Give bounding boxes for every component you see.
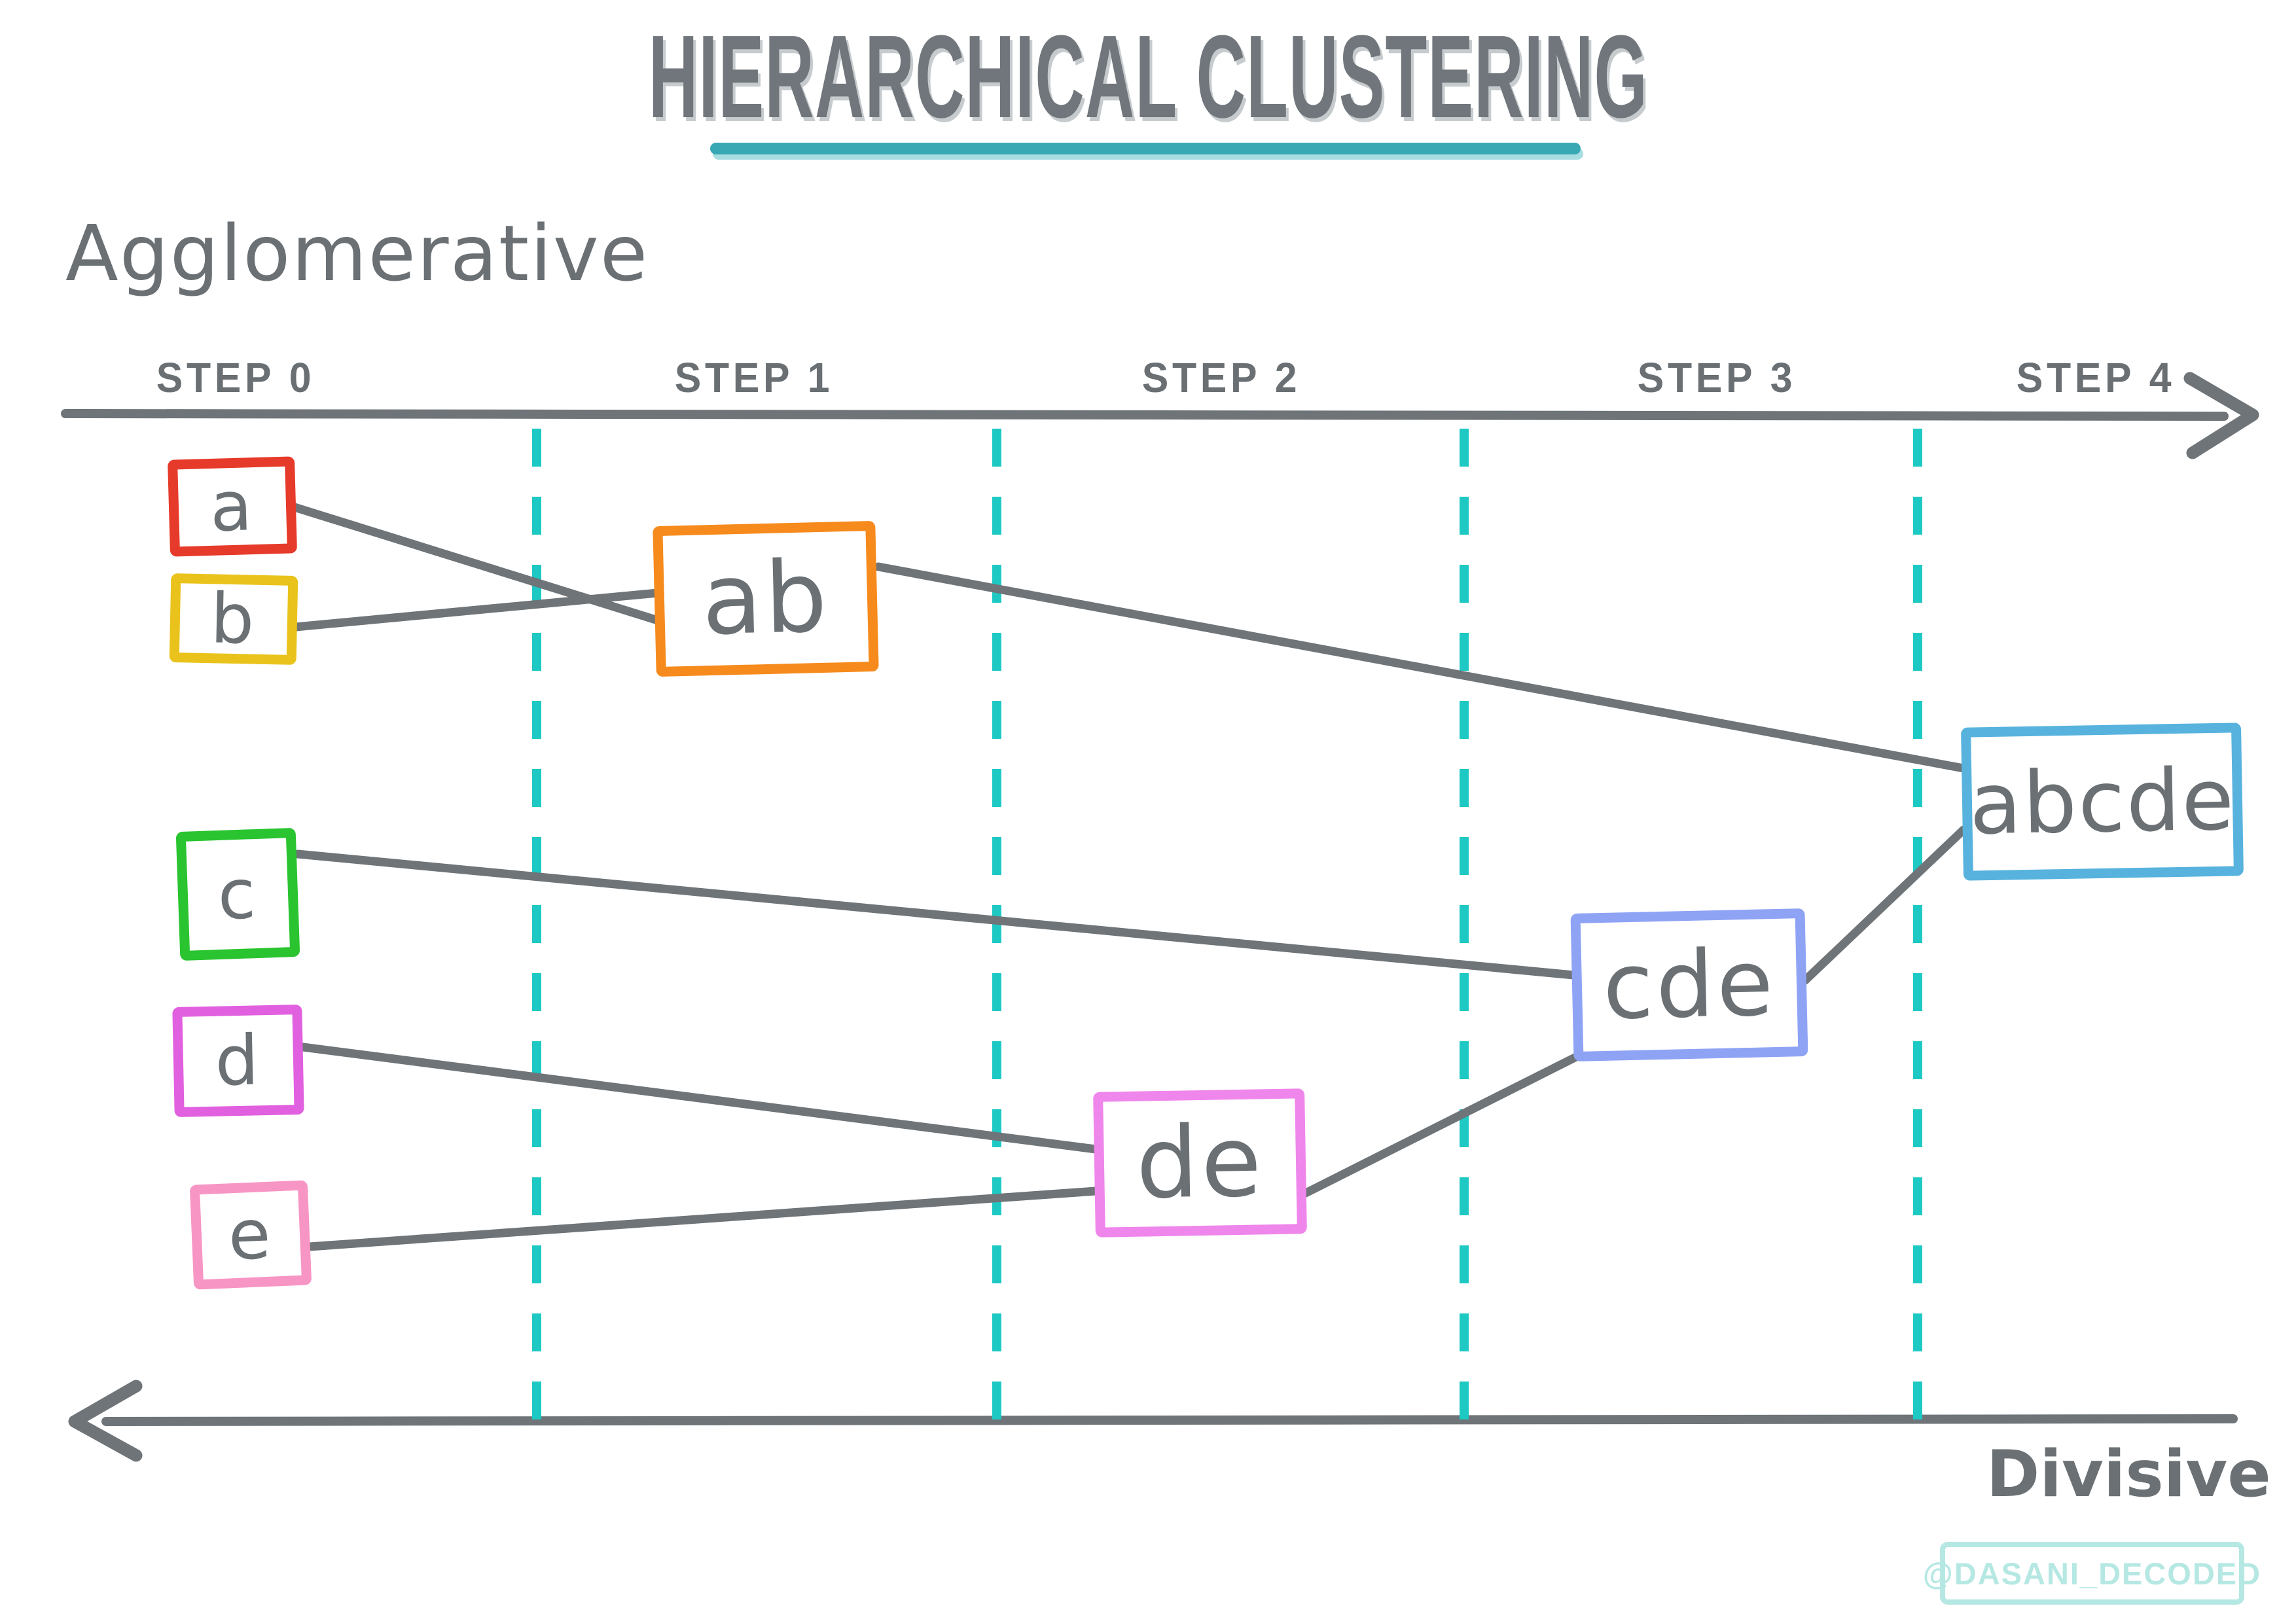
bottom-timeline-axis [101,1414,2238,1426]
step-label-1: STEP 1 [674,354,834,401]
edge-ab-abcde [874,562,1968,773]
page-title-wrap: HIERARCHICAL CLUSTERING [0,18,2296,136]
cluster-node-d-label: d [214,1020,262,1101]
cluster-node-e: e [189,1180,312,1290]
edge-a-ab [290,503,662,625]
step-label-3: STEP 3 [1637,354,1797,401]
cluster-node-c: c [175,827,300,961]
cluster-node-b: b [169,573,298,666]
step-label-0: STEP 0 [156,354,315,401]
edge-de-cde [1300,1050,1585,1198]
title-underline [710,143,1581,154]
edge-d-de [298,1043,1100,1154]
cluster-node-c-label: c [216,853,260,935]
cluster-node-cde: cde [1570,908,1808,1062]
step-label-2: STEP 2 [1141,354,1301,401]
edge-b-ab [291,588,662,632]
edge-c-cde [293,849,1578,980]
cluster-node-de-label: de [1135,1105,1265,1221]
cluster-node-d: d [172,1004,304,1118]
watermark-badge: @DASANI_DECODED [1923,1542,2260,1605]
cluster-node-ab: ab [653,520,879,677]
cluster-node-abcde: abcde [1960,722,2244,881]
cluster-node-e-label: e [226,1194,275,1276]
edge-e-de [305,1186,1100,1251]
cluster-node-b-label: b [209,579,258,660]
divisive-label: Divisive [1986,1437,2271,1512]
top-timeline-axis [61,409,2229,421]
cluster-node-ab-label: ab [700,540,831,658]
cluster-node-de: de [1093,1088,1307,1238]
step-label-4: STEP 4 [2016,354,2176,401]
page-title: HIERARCHICAL CLUSTERING [648,11,1648,143]
cluster-node-a-label: a [209,466,256,547]
top-axis-arrowhead-right-icon [2183,372,2259,459]
edge-cde-abcde [1801,825,1968,985]
cluster-node-cde-label: cde [1602,929,1777,1041]
cluster-node-a: a [167,456,298,557]
watermark-text: @DASANI_DECODED [1922,1556,2262,1591]
cluster-node-abcde-label: abcde [1968,749,2236,854]
bottom-axis-arrowhead-left-icon [68,1380,143,1462]
agglomerative-label: Agglomerative [65,208,649,298]
